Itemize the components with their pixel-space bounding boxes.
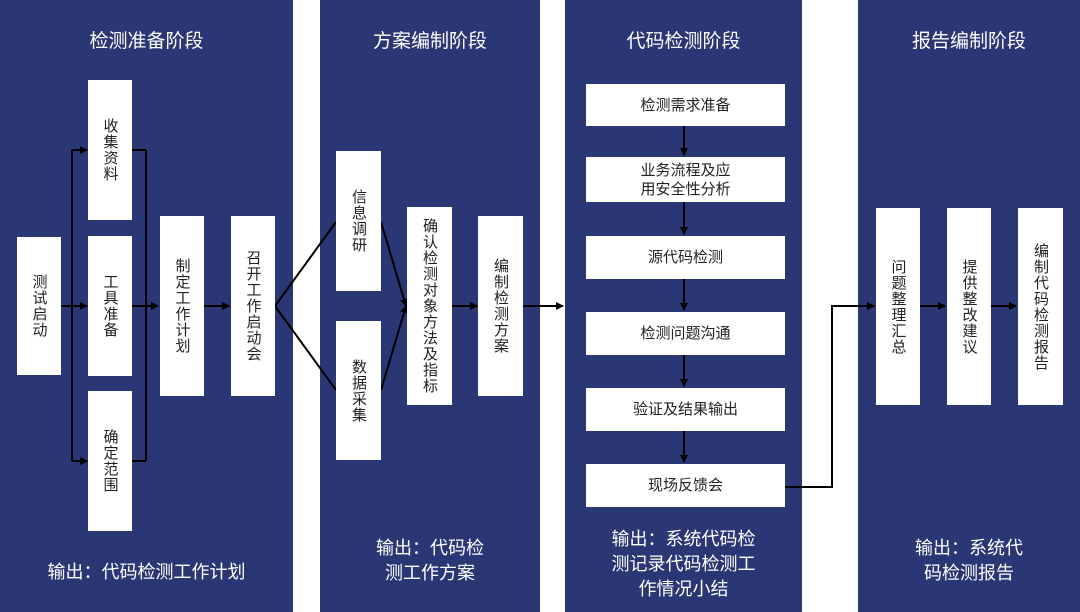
box-data-collection: 数据采集 <box>336 321 381 460</box>
connector-datacollect-to-confirm <box>380 305 408 391</box>
connector-meeting-to-research <box>274 221 337 307</box>
box-issue-communication: 检测问题沟通 <box>586 312 785 355</box>
stage-title: 方案编制阶段 <box>372 30 487 52</box>
stage-output-line: 作情况小结 <box>638 579 729 600</box>
stage-title: 代码检测阶段 <box>626 30 741 52</box>
box-improvement-advice: 提供整改建议 <box>947 208 991 405</box>
box-requirement-prep: 检测需求准备 <box>586 84 785 126</box>
box-compile-report: 编制代码检测报告 <box>1018 208 1063 405</box>
box-onsite-feedback: 现场反馈会 <box>586 464 785 507</box>
stage-output-line: 码检测报告 <box>924 563 1014 584</box>
stage-output-line: 测工作方案 <box>385 563 475 584</box>
box-define-scope: 确定范围 <box>88 391 132 531</box>
stage-output-line: 输出：系统代码检 <box>611 529 756 550</box>
box-confirm-objects-methods: 确认检测对象方法及指标 <box>407 207 452 405</box>
stage-title: 检测准备阶段 <box>89 30 204 52</box>
box-line: 业务流程及应 <box>640 160 731 179</box>
box-verify-output: 验证及结果输出 <box>586 388 785 431</box>
box-source-code-check: 源代码检测 <box>586 236 785 279</box>
box-make-work-plan: 制定工作计划 <box>160 216 204 396</box>
box-info-research: 信息调研 <box>336 151 381 291</box>
box-line: 用安全性分析 <box>640 179 731 198</box>
connector-meeting-to-datacollect <box>274 305 337 391</box>
box-issue-summary: 问题整理汇总 <box>876 208 920 405</box>
stage-output: 输出：系统代码检 测记录代码检测工 作情况小结 <box>565 527 802 602</box>
box-test-start: 测试启动 <box>17 237 61 375</box>
box-compile-plan: 编制检测方案 <box>478 216 523 396</box>
stage-output-line: 测记录代码检测工 <box>611 554 756 575</box>
box-tool-preparation: 工具准备 <box>88 236 132 376</box>
connector-feedback-to-report <box>785 302 875 488</box>
box-business-flow-analysis: 业务流程及应 用安全性分析 <box>586 157 785 202</box>
stage-output: 输出：系统代 码检测报告 <box>858 536 1080 586</box>
stage-output-line: 输出：系统代 <box>915 538 1023 559</box>
stage-output: 输出：代码检测工作计划 <box>47 562 246 583</box>
box-collect-materials: 收集资料 <box>88 80 132 220</box>
stage-output-line: 输出：代码检 <box>376 538 484 559</box>
stage-title: 报告编制阶段 <box>911 30 1026 52</box>
box-kickoff-meeting: 召开工作启动会 <box>231 216 275 396</box>
stage-output: 输出：代码检 测工作方案 <box>320 536 540 586</box>
connector-research-to-confirm <box>380 221 408 307</box>
